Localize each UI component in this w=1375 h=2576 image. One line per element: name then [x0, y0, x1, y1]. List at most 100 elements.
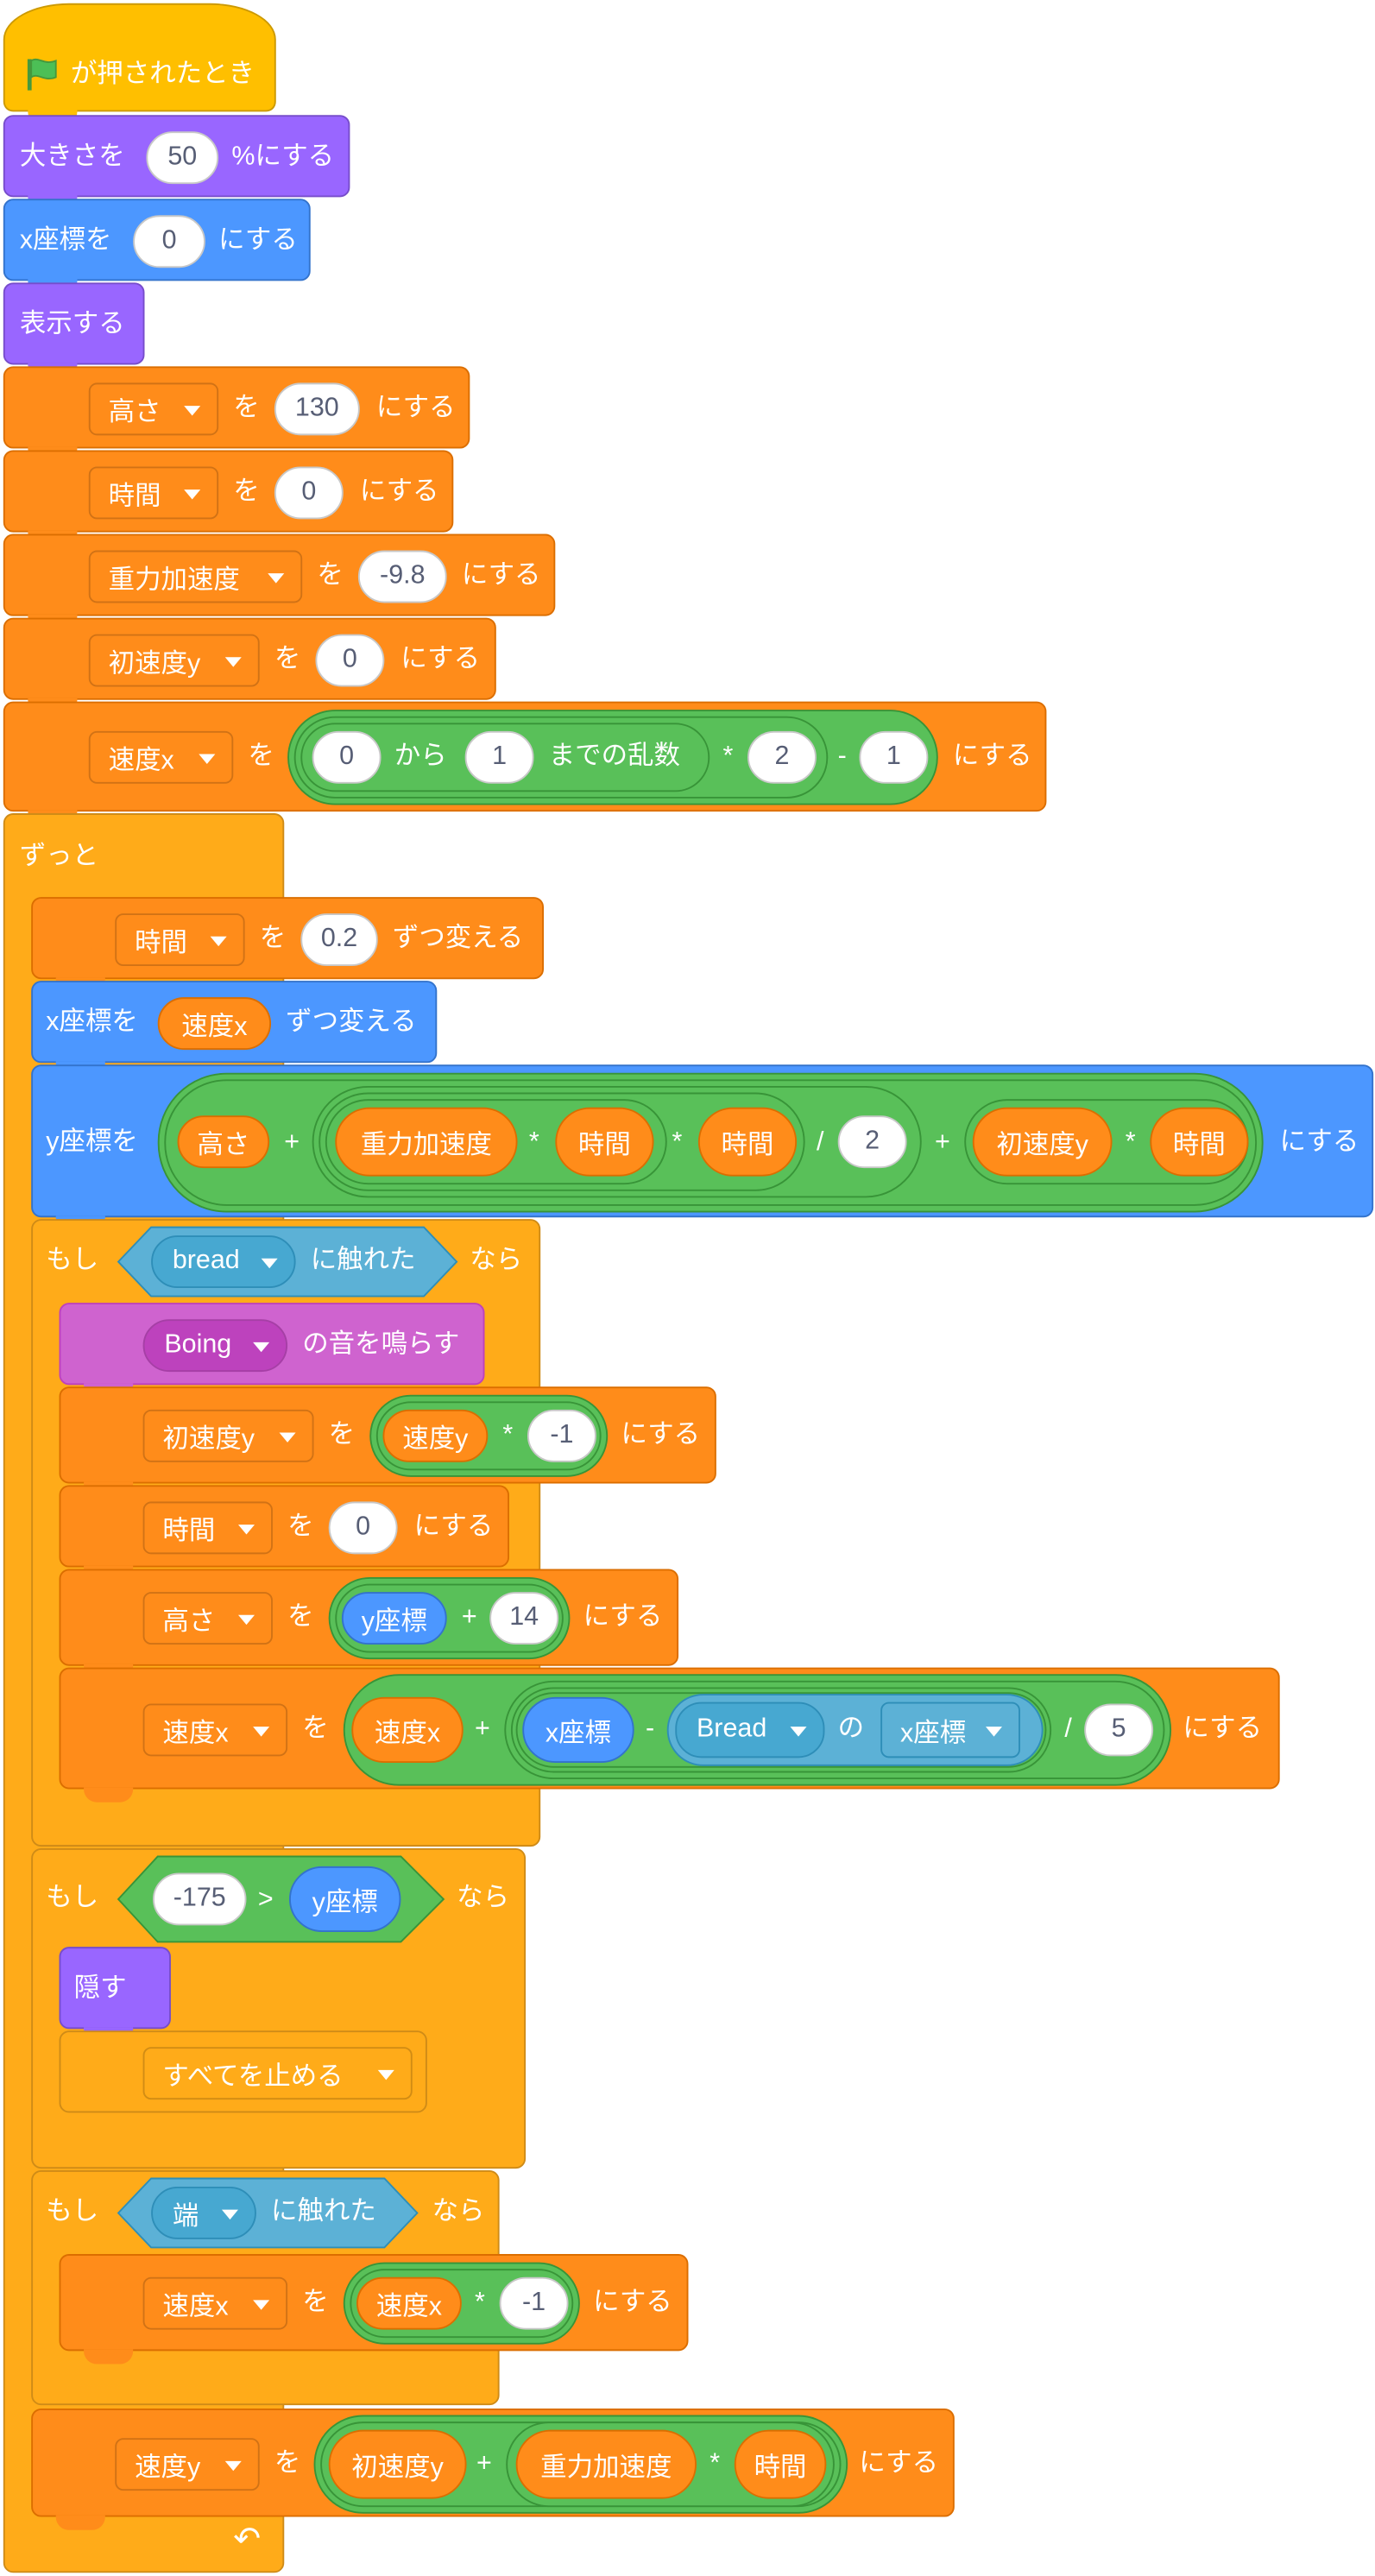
- when-flag-clicked-block[interactable]: が押されたとき: [3, 3, 276, 125]
- hide-block[interactable]: 隠す: [59, 1947, 171, 2042]
- time-input[interactable]: 0: [328, 1501, 398, 1555]
- height-reporter[interactable]: 高さ: [177, 1115, 270, 1169]
- change-time-block[interactable]: 時間 を 0.2 ずつ変える: [31, 897, 544, 993]
- set-initial-velocity-y-bounce-block[interactable]: 初速度y を 速度y * -1 にする: [59, 1386, 716, 1497]
- time-reporter[interactable]: 時間: [1150, 1107, 1249, 1177]
- sound-name: Boing: [164, 1330, 232, 1359]
- show-block[interactable]: 表示する: [3, 282, 145, 378]
- set-y-label: y座標を: [46, 1128, 138, 1157]
- y-position-reporter[interactable]: y座標: [288, 1866, 401, 1933]
- variable-dropdown-label: 重力加速度: [108, 566, 240, 595]
- set-suffix: にする: [413, 1512, 494, 1542]
- velocity-y-reporter[interactable]: 速度y: [382, 1409, 489, 1462]
- variable-dropdown-velocity-x[interactable]: 速度x: [142, 1703, 288, 1757]
- set-size-block[interactable]: 大きさを 50 %にする: [3, 115, 350, 211]
- sprite-dropdown[interactable]: Bread: [675, 1702, 825, 1758]
- sound-dropdown[interactable]: Boing: [142, 1319, 288, 1373]
- dropdown-arrow-icon: [224, 657, 242, 667]
- of-label: の: [837, 1714, 865, 1744]
- gravity-reporter[interactable]: 重力加速度: [515, 2429, 697, 2499]
- set-height-block[interactable]: 高さ を 130 にする: [3, 366, 470, 462]
- time-reporter[interactable]: 時間: [697, 1107, 798, 1177]
- variable-dropdown-height[interactable]: 高さ: [142, 1592, 273, 1645]
- time-reporter[interactable]: 時間: [555, 1107, 654, 1177]
- variable-dropdown-initial-velocity-y[interactable]: 初速度y: [88, 634, 260, 687]
- velocity-x-reporter[interactable]: 速度x: [356, 2276, 462, 2330]
- set-velocity-y-block[interactable]: 速度y を 初速度y + 重力加速度 * 時間 にする: [31, 2408, 955, 2530]
- compare-left-input[interactable]: -175: [153, 1872, 247, 1926]
- random-to-input[interactable]: 1: [464, 730, 534, 784]
- divide-symbol: /: [816, 1128, 824, 1157]
- attribute-dropdown[interactable]: x座標: [880, 1702, 1020, 1758]
- initial-velocity-y-input[interactable]: 0: [315, 634, 385, 687]
- variable-dropdown-time[interactable]: 時間: [115, 913, 245, 967]
- change-time-input[interactable]: 0.2: [300, 913, 378, 967]
- variable-dropdown-velocity-y[interactable]: 速度y: [115, 2438, 260, 2491]
- stop-option-dropdown[interactable]: すべてを止める: [142, 2047, 413, 2100]
- size-input[interactable]: 50: [146, 131, 219, 185]
- set-height-bounce-block[interactable]: 高さ を y座標 + 14 にする: [59, 1569, 679, 1679]
- set-velocity-x-bounce-block[interactable]: 速度x を 速度x + x座標 - Bread の x座標 / 5 にする: [59, 1667, 1280, 1803]
- velocity-x-reporter[interactable]: 速度x: [157, 997, 272, 1051]
- set-velocity-x-random-block[interactable]: 速度x を 0 から 1 までの乱数 * 2 - 1 にする: [3, 701, 1047, 825]
- multiply-input[interactable]: -1: [527, 1409, 596, 1462]
- subtract-input[interactable]: 1: [859, 730, 929, 784]
- if-label: もし: [46, 2198, 99, 2226]
- to-label: を: [248, 742, 274, 771]
- dropdown-arrow-icon: [261, 1258, 278, 1269]
- y-position-reporter[interactable]: y座標: [341, 1592, 447, 1645]
- set-initial-velocity-y-block[interactable]: 初速度y を 0 にする: [3, 617, 496, 713]
- divide-symbol: /: [1064, 1714, 1072, 1744]
- gravity-input[interactable]: -9.8: [357, 550, 447, 603]
- variable-dropdown-height[interactable]: 高さ: [88, 382, 219, 436]
- by-label: を: [259, 925, 287, 953]
- play-sound-block[interactable]: Boing の音を鳴らす: [59, 1303, 485, 1398]
- touching-target-dropdown[interactable]: 端: [151, 2187, 256, 2239]
- stop-all-block[interactable]: すべてを止める: [59, 2030, 427, 2113]
- multiply-input[interactable]: -1: [499, 2276, 569, 2330]
- divide-input[interactable]: 2: [837, 1115, 907, 1169]
- set-x-block[interactable]: x座標を 0 にする: [3, 199, 311, 294]
- variable-dropdown-time[interactable]: 時間: [142, 1501, 273, 1555]
- reverse-velocity-x-block[interactable]: 速度x を 速度x * -1 にする: [59, 2254, 689, 2364]
- minus-symbol: -: [645, 1714, 655, 1744]
- set-suffix: にする: [859, 2449, 939, 2478]
- time-reporter[interactable]: 時間: [734, 2429, 827, 2499]
- to-label: を: [274, 645, 301, 674]
- variable-dropdown-label: 時間: [135, 930, 188, 958]
- add-input[interactable]: 14: [489, 1592, 559, 1645]
- plus-symbol: +: [284, 1128, 300, 1157]
- green-flag-icon: [27, 58, 57, 91]
- reset-time-block[interactable]: 時間 を 0 にする: [59, 1485, 510, 1581]
- set-y-block[interactable]: y座標を 高さ + 重力加速度 * 時間 * 時間 / 2 + 初速度y * 時…: [31, 1064, 1374, 1231]
- variable-dropdown-time[interactable]: 時間: [88, 466, 219, 520]
- touching-target-dropdown[interactable]: bread: [151, 1235, 296, 1289]
- change-x-block[interactable]: x座標を 速度x ずつ変える: [31, 981, 438, 1076]
- initial-velocity-y-reporter[interactable]: 初速度y: [328, 2429, 467, 2499]
- initial-velocity-y-reporter[interactable]: 初速度y: [972, 1107, 1113, 1177]
- multiply-symbol: *: [1125, 1128, 1136, 1157]
- variable-dropdown-initial-velocity-y[interactable]: 初速度y: [142, 1409, 314, 1462]
- dropdown-arrow-icon: [237, 1525, 255, 1535]
- set-size-suffix: %にする: [231, 142, 335, 171]
- set-gravity-block[interactable]: 重力加速度 を -9.8 にする: [3, 534, 556, 629]
- if-label: もし: [46, 1884, 99, 1913]
- x-position-reporter[interactable]: x座標: [522, 1696, 634, 1764]
- set-suffix: にする: [952, 742, 1032, 771]
- height-input[interactable]: 130: [274, 382, 360, 436]
- variable-dropdown-velocity-x[interactable]: 速度x: [142, 2276, 288, 2330]
- set-time-block[interactable]: 時間 を 0 にする: [3, 450, 454, 546]
- dropdown-arrow-icon: [199, 754, 216, 764]
- hide-label: 隠す: [73, 1974, 127, 2003]
- time-input[interactable]: 0: [274, 466, 344, 520]
- variable-dropdown-gravity[interactable]: 重力加速度: [88, 550, 303, 603]
- to-label: を: [233, 394, 260, 423]
- to-label: を: [274, 2449, 301, 2478]
- gravity-reporter[interactable]: 重力加速度: [335, 1107, 518, 1177]
- random-from-input[interactable]: 0: [312, 730, 382, 784]
- multiply-input[interactable]: 2: [747, 730, 817, 784]
- divide-input[interactable]: 5: [1084, 1703, 1154, 1757]
- x-input[interactable]: 0: [133, 215, 205, 268]
- variable-dropdown-velocity-x[interactable]: 速度x: [88, 730, 234, 784]
- velocity-x-reporter[interactable]: 速度x: [351, 1696, 464, 1764]
